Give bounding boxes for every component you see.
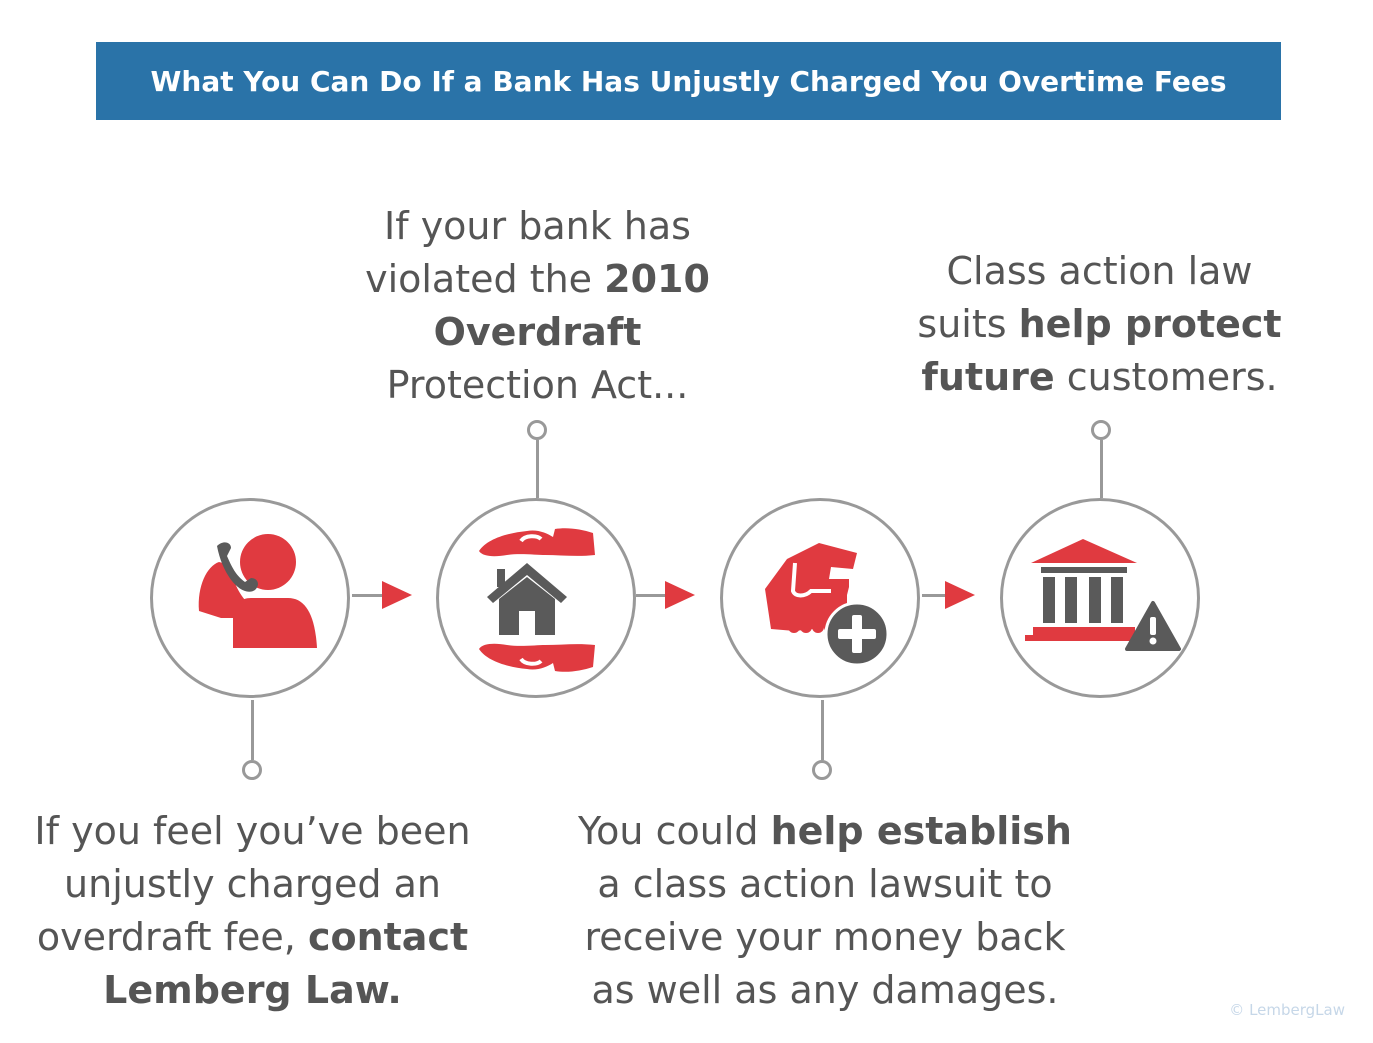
step-4-text: Class action law suits help protect futu… — [912, 245, 1287, 404]
step-2-text-bold: 2010 Overdraft — [433, 257, 710, 354]
connector-line-3 — [821, 700, 824, 760]
step-3-text-a: You could — [578, 809, 771, 853]
page-title: What You Can Do If a Bank Has Unjustly C… — [150, 64, 1227, 98]
step-1-text: If you feel you’ve been unjustly charged… — [30, 805, 475, 1017]
step-2-text-c: Protection Act... — [386, 363, 689, 407]
arrow-right-icon — [382, 581, 412, 609]
step-1-circle — [150, 498, 350, 698]
hands-protecting-house-icon — [479, 528, 595, 672]
connector-node-1 — [242, 760, 262, 780]
step-1-text-bold: contact Lemberg Law. — [103, 915, 469, 1012]
connector-node-4 — [1091, 420, 1111, 440]
step-4-circle — [1000, 498, 1200, 698]
connector-line-4 — [1100, 440, 1103, 498]
link-line-2 — [636, 594, 666, 597]
step-2-circle — [436, 498, 636, 698]
step-3-circle — [720, 498, 920, 698]
connector-line-1 — [251, 700, 254, 760]
hand-add-icon — [765, 543, 890, 667]
connector-node-2 — [527, 420, 547, 440]
step-2-text-a: If your bank has violated the — [365, 204, 691, 301]
link-line-1 — [352, 594, 382, 597]
step-1-text-a: If you feel you’ve been unjustly charged… — [34, 809, 471, 959]
link-line-3 — [922, 594, 946, 597]
step-4-text-bold: help protect future — [921, 302, 1282, 399]
bank-warning-icon — [1025, 539, 1181, 651]
connector-line-2 — [536, 440, 539, 498]
step-3-text: You could help establish a class action … — [575, 805, 1075, 1017]
arrow-right-icon — [945, 581, 975, 609]
title-banner: What You Can Do If a Bank Has Unjustly C… — [96, 42, 1281, 120]
copyright-credit: © LembergLaw — [1229, 1001, 1345, 1019]
step-4-text-c: customers. — [1054, 355, 1278, 399]
arrow-right-icon — [665, 581, 695, 609]
step-4-text-a: Class action law suits — [917, 249, 1253, 346]
step-2-text: If your bank has violated the 2010 Overd… — [360, 200, 715, 412]
step-3-text-c: a class action lawsuit to receive your m… — [584, 862, 1066, 1012]
step-3-text-bold: help establish — [770, 809, 1072, 853]
connector-node-3 — [812, 760, 832, 780]
person-phone-icon — [198, 534, 317, 648]
